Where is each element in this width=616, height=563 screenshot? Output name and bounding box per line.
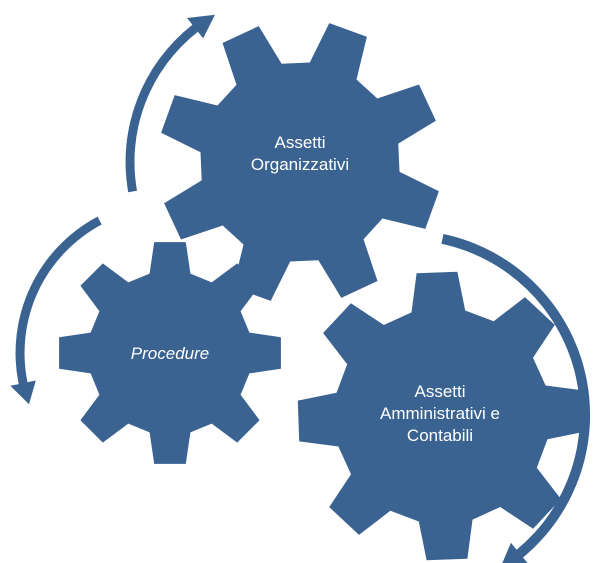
arrows-layer: [10, 14, 590, 563]
arrow-right-icon: [441, 234, 590, 563]
gear-label-assetti-organizzativi: Assetti Organizzativi: [250, 133, 350, 174]
gear-amministrativi: [297, 271, 587, 561]
gears-layer: [59, 23, 587, 561]
gear-label-assetti-amministrativi-contabili: Assetti Amministrativi e Contabili: [380, 382, 500, 445]
gear-label-procedure: Procedure: [130, 344, 210, 363]
gear-organizzativi: [161, 23, 439, 301]
arrow-top-left-icon: [125, 14, 215, 193]
gear-procedure: [59, 242, 281, 464]
arrow-left-icon: [10, 216, 102, 405]
